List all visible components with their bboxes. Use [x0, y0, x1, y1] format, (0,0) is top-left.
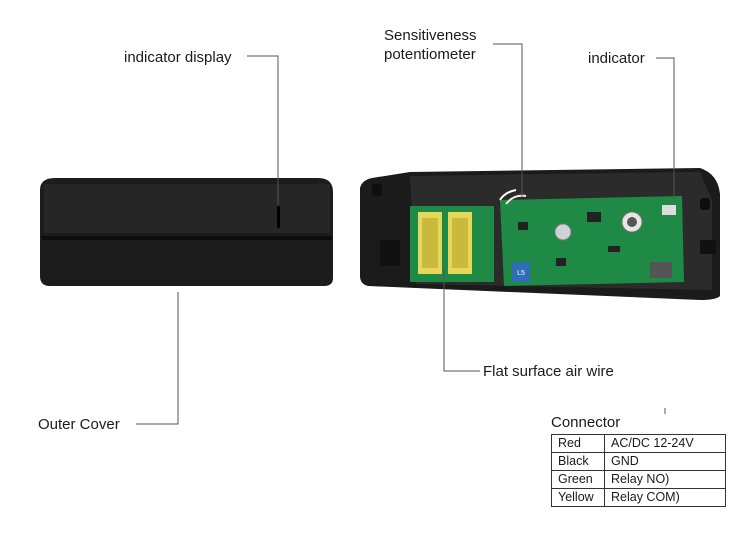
board-mark: L5	[517, 270, 525, 277]
table-row: Green Relay NO)	[551, 470, 726, 489]
label-sensitiveness-line2: potentiometer	[384, 46, 476, 63]
callout-lines	[136, 43, 675, 425]
outer-cover-part	[40, 178, 333, 286]
label-indicator: indicator	[588, 50, 645, 67]
main-pcb: L5	[499, 189, 684, 286]
label-outer-cover: Outer Cover	[38, 416, 120, 433]
indicator-display-window	[277, 206, 280, 228]
wire-function: Relay COM)	[604, 488, 726, 507]
wire-color: Black	[551, 452, 605, 471]
table-row: Yellow Relay COM)	[551, 488, 726, 507]
antenna-board	[410, 206, 494, 282]
label-sensitiveness-line1: Sensitiveness	[384, 27, 477, 44]
connector-title: Connector	[551, 414, 621, 431]
wire-color: Red	[551, 434, 605, 453]
wire-color: Yellow	[551, 488, 605, 507]
connector-table: Red AC/DC 12-24V Black GND Green Relay N…	[551, 434, 726, 507]
potentiometer	[512, 262, 530, 282]
wire-color: Green	[551, 470, 605, 489]
label-flat-surface-air-wire: Flat surface air wire	[483, 363, 614, 380]
wire-function: GND	[604, 452, 726, 471]
wire-function: AC/DC 12-24V	[604, 434, 726, 453]
table-row: Black GND	[551, 452, 726, 471]
table-row: Red AC/DC 12-24V	[551, 434, 726, 453]
label-indicator-display: indicator display	[124, 49, 232, 66]
wire-function: Relay NO)	[604, 470, 726, 489]
